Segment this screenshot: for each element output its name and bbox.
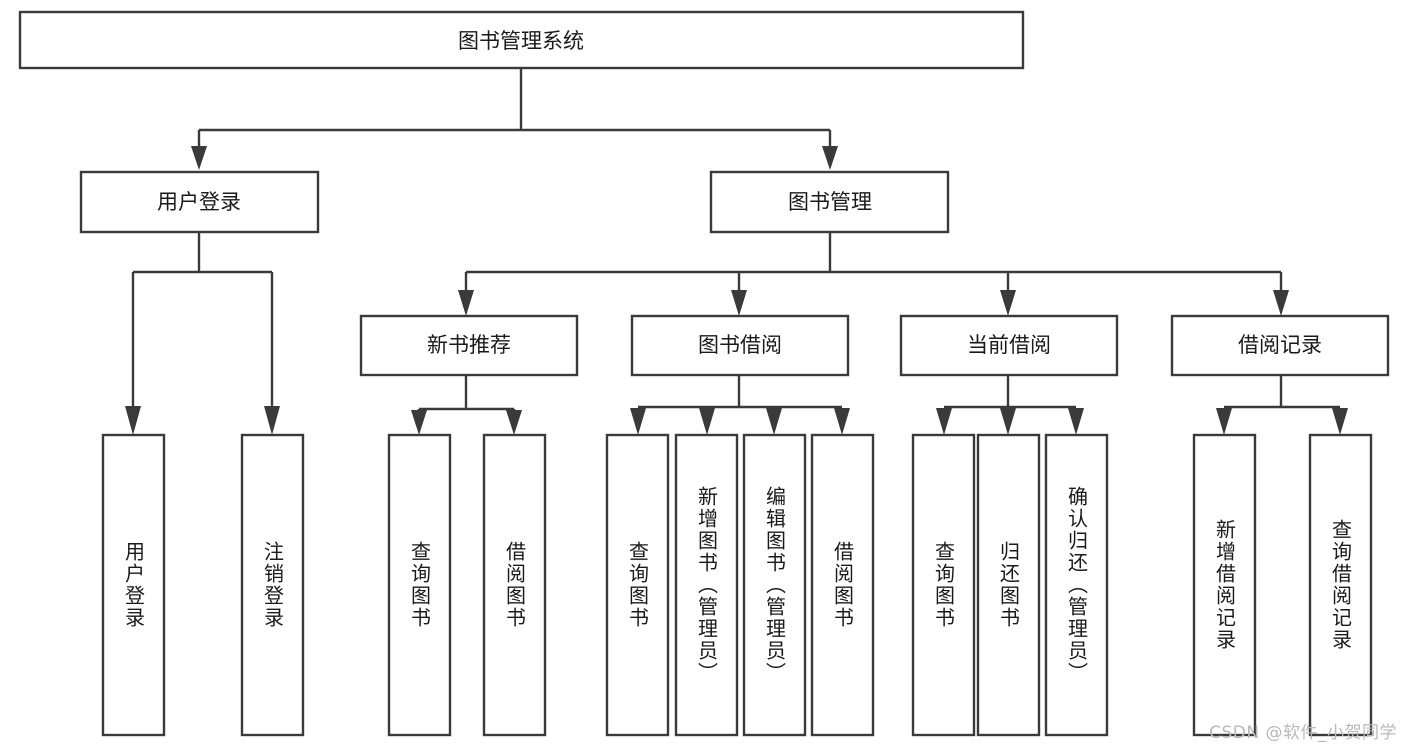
node-leaf-confirm-return[interactable] — [1044, 433, 1109, 737]
arrowhead-leaf-logout — [264, 406, 280, 435]
node-new-book-recommend[interactable] — [359, 314, 579, 377]
arrowhead-return-book — [1000, 408, 1016, 435]
arrowhead-borrow-book-1 — [506, 410, 522, 435]
arrowhead-borrow-record — [1273, 290, 1289, 316]
node-boxes — [18, 10, 1390, 737]
node-book-manage[interactable] — [709, 170, 950, 234]
label-book-manage: 图书管理 — [788, 190, 872, 214]
node-leaf-query-book-3[interactable] — [911, 433, 976, 737]
label-root: 图书管理系统 — [458, 29, 584, 53]
node-leaf-edit-book[interactable] — [742, 433, 807, 737]
node-leaf-add-book[interactable] — [674, 433, 739, 737]
connectors — [125, 68, 1348, 435]
node-leaf-return-book[interactable] — [976, 433, 1041, 737]
arrowhead-query-book-2 — [630, 408, 646, 435]
node-leaf-logout[interactable] — [240, 433, 305, 737]
node-leaf-borrow-book-1[interactable] — [482, 433, 547, 737]
arrowhead-add-book — [699, 408, 715, 435]
arrowhead-confirm-return — [1068, 408, 1084, 435]
node-borrow-record[interactable] — [1170, 314, 1390, 377]
arrowhead-edit-book — [766, 408, 782, 435]
label-borrow-record: 借阅记录 — [1238, 333, 1322, 357]
node-leaf-add-record[interactable] — [1192, 433, 1257, 737]
arrowhead-book-borrow — [731, 290, 747, 316]
node-leaf-query-book-2[interactable] — [605, 433, 670, 737]
arrowhead-borrow-book-2 — [834, 408, 850, 435]
node-leaf-user-login[interactable] — [101, 433, 166, 737]
arrowhead-add-record — [1216, 408, 1232, 435]
node-leaf-query-record[interactable] — [1308, 433, 1373, 737]
horizontal-labels: 图书管理系统 用户登录 图书管理 新书推荐 图书借阅 当前借阅 借阅记录 — [157, 29, 1322, 357]
node-leaf-borrow-book-2[interactable] — [810, 433, 875, 737]
node-root[interactable] — [18, 10, 1025, 70]
node-user-login[interactable] — [79, 170, 320, 234]
arrowhead-current-borrow — [1000, 290, 1016, 316]
arrowhead-query-book-3 — [936, 408, 952, 435]
node-book-borrow[interactable] — [630, 314, 850, 377]
arrowhead-book-manage — [822, 146, 838, 170]
node-leaf-query-book-1[interactable] — [387, 433, 452, 737]
arrowhead-new-book — [458, 290, 474, 316]
label-user-login: 用户登录 — [157, 190, 241, 214]
arrowhead-user-login — [191, 146, 207, 170]
watermark: CSDN @软件_小贺同学 — [1209, 723, 1397, 743]
arrowhead-leaf-user-login — [125, 406, 141, 435]
arrowhead-query-book-1 — [411, 410, 427, 435]
node-current-borrow[interactable] — [899, 314, 1119, 377]
label-book-borrow: 图书借阅 — [698, 333, 782, 357]
arrowhead-query-record — [1332, 408, 1348, 435]
label-current-borrow: 当前借阅 — [967, 333, 1051, 357]
label-new-book-recommend: 新书推荐 — [427, 333, 511, 357]
